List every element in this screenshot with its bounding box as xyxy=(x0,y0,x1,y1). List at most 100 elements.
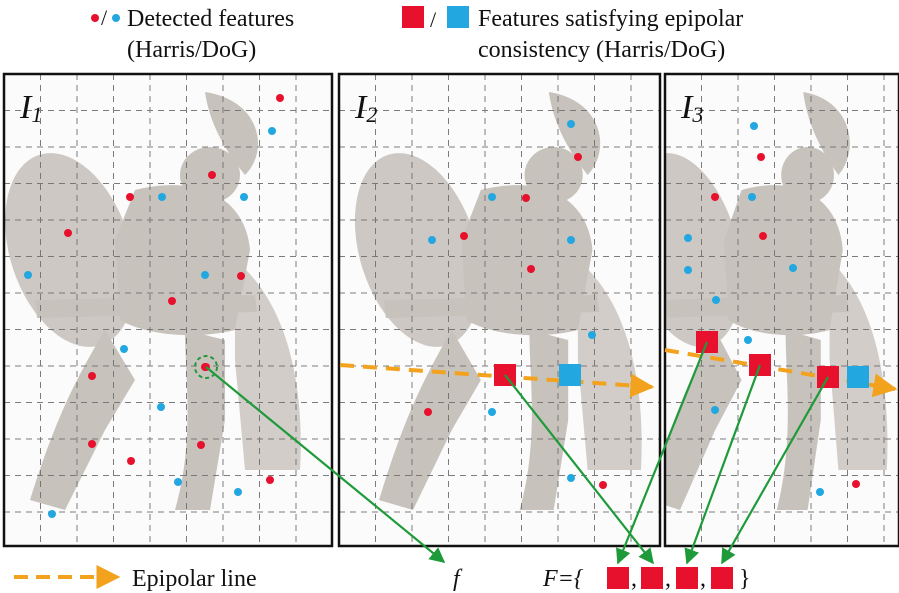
image-label-subscript: 1 xyxy=(31,102,42,127)
dog-feature-dot xyxy=(428,236,436,244)
helmet xyxy=(524,147,583,203)
arrow-query-to-f xyxy=(205,366,446,563)
F-comma-0: , xyxy=(631,566,637,592)
panel-background xyxy=(4,74,332,546)
warrior-figure xyxy=(354,92,642,510)
epipolar-line-image2 xyxy=(339,363,655,398)
match-arrows xyxy=(205,341,829,565)
harris-feature-dot xyxy=(127,457,135,465)
harris-feature-dot xyxy=(64,229,72,237)
dog-feature-dot xyxy=(750,122,758,130)
dog-feature-dot xyxy=(712,296,720,304)
arrow-i3a-to-F0 xyxy=(616,341,709,565)
dog-feature-dot xyxy=(174,478,182,486)
helmet-crest xyxy=(205,92,258,175)
f-label: f xyxy=(453,566,463,592)
legend-red-dot xyxy=(91,14,99,22)
helmet-crest xyxy=(548,92,601,175)
legend-detected-line2: (Harris/DoG) xyxy=(127,37,256,63)
dog-feature-dot xyxy=(158,193,166,201)
legend: / Detected features (Harris/DoG) / Featu… xyxy=(91,5,743,63)
legend-square-separator: / xyxy=(430,7,437,32)
dog-feature-dot xyxy=(240,193,248,201)
grid xyxy=(339,74,660,546)
grid xyxy=(4,74,332,546)
left-leg xyxy=(665,330,742,510)
harris-feature-dot xyxy=(424,408,432,416)
panel-frame xyxy=(2,72,334,548)
F-member-2 xyxy=(676,567,698,589)
harris-feature-dot xyxy=(852,480,860,488)
torso xyxy=(115,185,250,336)
warrior-figure xyxy=(665,92,888,510)
panel-frame xyxy=(663,72,899,548)
epipolar-legend: Epipolar line xyxy=(14,565,257,592)
image-label-subscript: 2 xyxy=(366,102,377,127)
panel-background xyxy=(665,74,899,546)
helmet xyxy=(781,147,834,203)
harris-feature-dot xyxy=(276,94,284,102)
torso xyxy=(724,185,843,336)
image-panel-3-content xyxy=(665,74,899,546)
consistent-blue-square-i2 xyxy=(559,364,581,386)
cape xyxy=(235,260,301,470)
legend-epipolar-line2: consistency (Harris/DoG) xyxy=(478,37,725,63)
arrow-i3b-to-F2 xyxy=(684,364,762,565)
F-member-1 xyxy=(641,567,663,589)
dog-feature-dot xyxy=(201,271,209,279)
dog-feature-dot xyxy=(744,336,752,344)
left-leg xyxy=(30,330,135,510)
dog-feature-dot xyxy=(567,474,575,482)
image-panel-3: I3 xyxy=(663,72,899,548)
F-prefix: F={ xyxy=(542,566,584,592)
harris-feature-dot xyxy=(711,193,719,201)
harris-feature-dot xyxy=(266,476,274,484)
dog-feature-dot xyxy=(588,331,596,339)
legend-blue-square xyxy=(447,6,469,28)
harris-feature-dot xyxy=(527,265,535,273)
image-panel-1: I1 xyxy=(2,72,334,548)
dog-feature-dot xyxy=(748,193,756,201)
panel-background xyxy=(339,74,660,546)
arrow-i3c-to-F3 xyxy=(721,376,829,565)
image-label-subscript: 3 xyxy=(691,102,703,127)
consistent-blue-square-i3 xyxy=(847,366,869,388)
image-label-letter: I xyxy=(19,89,33,126)
dog-feature-dot xyxy=(816,488,824,496)
legend-blue-dot xyxy=(112,14,120,22)
legend-red-square xyxy=(402,6,424,28)
F-member-0 xyxy=(607,567,629,589)
cape xyxy=(577,260,642,470)
right-leg xyxy=(519,330,569,510)
dog-feature-dot xyxy=(24,271,32,279)
sword xyxy=(35,295,257,318)
harris-feature-dot xyxy=(574,153,582,161)
image-panel-2: I2 xyxy=(337,72,662,548)
torso xyxy=(461,185,593,336)
harris-feature-dot xyxy=(88,440,96,448)
image-label-1: I1 xyxy=(19,89,42,127)
legend-detected-line1: Detected features xyxy=(127,6,294,32)
F-member-3 xyxy=(711,567,733,589)
dog-feature-dot xyxy=(268,127,276,135)
sword xyxy=(665,295,849,318)
harris-feature-dot xyxy=(126,193,134,201)
dog-feature-dot xyxy=(684,266,692,274)
shield xyxy=(5,153,135,347)
dog-feature-dot xyxy=(684,234,692,242)
harris-feature-dot xyxy=(237,272,245,280)
arrow-i2-to-F1 xyxy=(504,374,654,565)
dog-feature-dot xyxy=(711,406,719,414)
harris-feature-dot xyxy=(759,232,767,240)
F-comma-1: , xyxy=(665,566,671,592)
dog-feature-dot xyxy=(120,345,128,353)
harris-feature-dot xyxy=(522,194,530,202)
image-panel-2-content xyxy=(339,74,660,546)
image-label-3: I3 xyxy=(680,89,703,127)
image-label-letter: I xyxy=(354,89,368,126)
F-comma-2: , xyxy=(700,566,706,592)
harris-feature-dot xyxy=(757,153,765,161)
dog-feature-dot xyxy=(48,510,56,518)
legend-dot-separator: / xyxy=(101,5,108,30)
